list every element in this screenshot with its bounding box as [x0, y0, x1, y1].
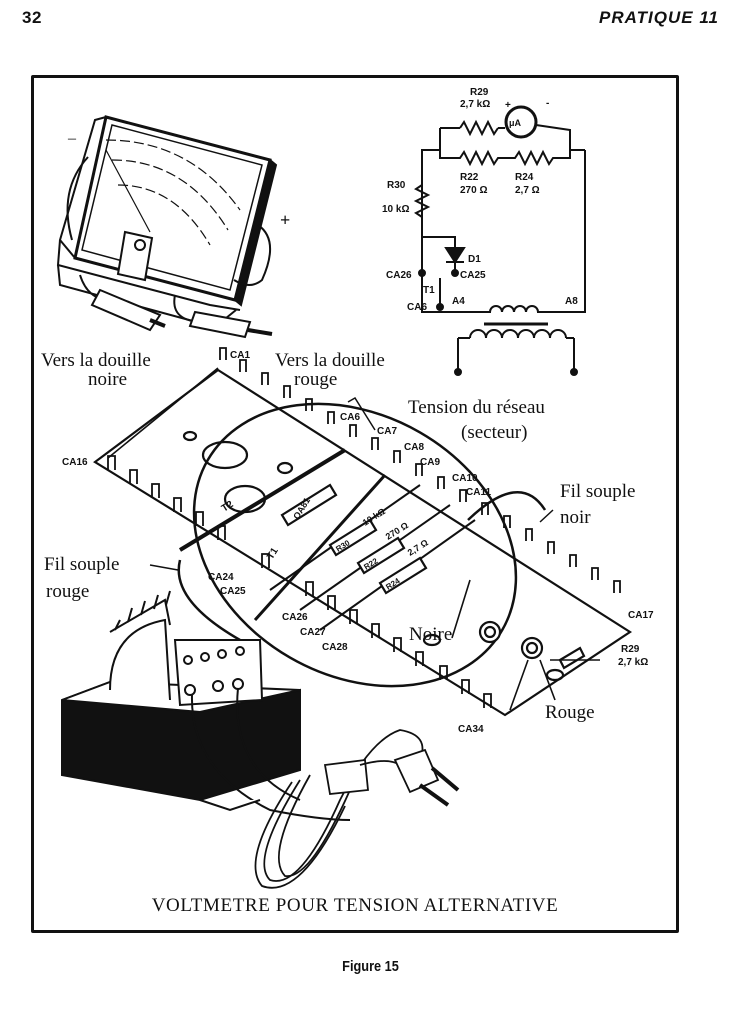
r29-ref-label: R29 [470, 87, 489, 98]
ca7-label: CA7 [377, 426, 397, 437]
r29-board-ref-label: R29 [621, 644, 640, 655]
circuit-schematic [413, 105, 586, 376]
callout-red-socket-line2: rouge [294, 369, 337, 390]
diode-oa81-body [280, 483, 338, 527]
callout-red-terminal: Rouge [545, 702, 595, 723]
callout-mains-line2: (secteur) [461, 422, 527, 443]
transformer-icon [61, 590, 351, 821]
callout-red-wire-line2: rouge [46, 581, 89, 602]
ca8-label: CA8 [404, 442, 424, 453]
ca27-label: CA27 [300, 627, 326, 638]
a8-schematic-label: A8 [565, 296, 578, 307]
ca16-label: CA16 [62, 457, 88, 468]
ca24-label: CA24 [208, 572, 234, 583]
callout-black-socket-line1: Vers la douille [41, 350, 151, 371]
callout-leaders [149, 396, 600, 661]
circuit-board [93, 347, 633, 717]
microammeter-label: μA [509, 118, 522, 128]
figure-frame [31, 75, 679, 933]
running-title: PRATIQUE 11 [599, 8, 719, 27]
ca9-label: CA9 [420, 457, 440, 468]
r30-ref-label: R30 [387, 180, 406, 191]
callout-black-terminal: Noire [409, 624, 452, 645]
ca25-label: CA25 [220, 586, 246, 597]
ca25-schematic-label: CA25 [460, 270, 486, 281]
t1-schematic-label: T1 [423, 285, 435, 296]
microammeter-symbol [504, 105, 538, 139]
meter-minus-terminal: - [546, 98, 549, 109]
power-cord-plug-icon [254, 729, 460, 889]
ca26-schematic-label: CA26 [386, 270, 412, 281]
figure-caption: VOLTMETRE POUR TENSION ALTERNATIVE [151, 895, 559, 916]
t1-board-label: T1 [265, 545, 281, 561]
r22-body [356, 536, 406, 575]
meter-plus-terminal: + [505, 100, 511, 111]
r30-value-label: 10 kΩ [382, 204, 409, 215]
callout-black-wire-line1: Fil souple [560, 481, 635, 502]
meter-minus-sign: – [67, 130, 77, 147]
ca17-label: CA17 [628, 610, 654, 621]
r24-ref-label: R24 [515, 172, 534, 183]
ca34-label: CA34 [458, 724, 484, 735]
r29-resistor-symbol [459, 119, 499, 137]
a4-schematic-label: A4 [452, 296, 465, 307]
callout-black-wire-line2: noir [560, 507, 591, 528]
r22-ref-label: R22 [460, 172, 479, 183]
r29-body [558, 646, 586, 670]
ca6-schematic-label: CA6 [407, 302, 427, 313]
ca26-label: CA26 [282, 612, 308, 623]
ca11-label: CA11 [466, 487, 491, 498]
ca10-label: CA10 [452, 473, 478, 484]
r24-body [378, 556, 428, 595]
figure-number: Figure 15 [342, 958, 399, 975]
meter-icon [56, 115, 278, 339]
r24-value-label: 2,7 Ω [515, 185, 540, 196]
ca1-label: CA1 [230, 350, 250, 361]
callout-black-socket-line2: noire [88, 369, 127, 390]
callout-red-wire-line1: Fil souple [44, 554, 119, 575]
r29-value-label: 2,7 kΩ [460, 99, 490, 110]
t2-board-label: T2 [220, 499, 236, 515]
ca28-label: CA28 [322, 642, 348, 653]
r22-value-label: 270 Ω [460, 185, 487, 196]
callout-mains-line1: Tension du réseau [408, 397, 545, 418]
r30-body [328, 518, 378, 557]
meter-plus-sign: + [280, 210, 290, 230]
d1-label: D1 [468, 254, 481, 265]
r29-board-value-label: 2,7 kΩ [618, 657, 648, 668]
terminal-lugs-top-row [219, 347, 621, 593]
ca6-label: CA6 [340, 412, 360, 423]
callout-red-socket-line1: Vers la douille [275, 350, 385, 371]
page-number: 32 [22, 8, 42, 27]
